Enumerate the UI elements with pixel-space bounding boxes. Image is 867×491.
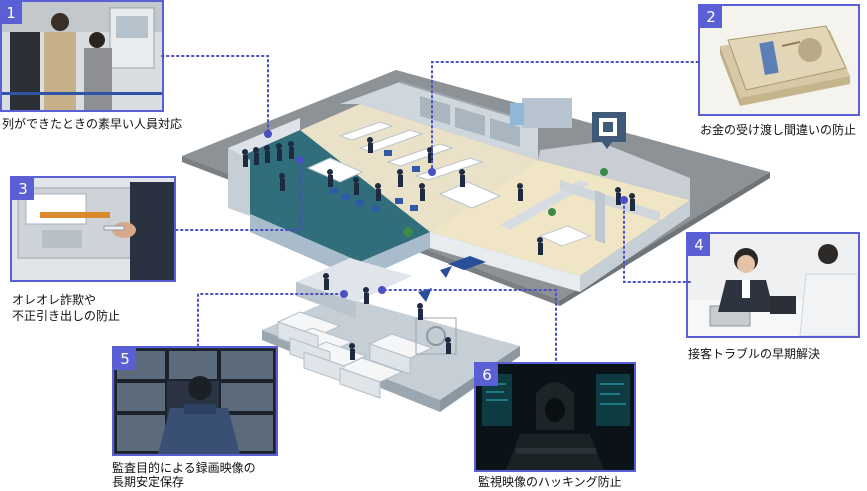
caption-1: 列ができたときの素早い人員対応 [2,117,183,131]
caption-4: 接客トラブルの早期解決 [688,347,821,361]
badge-4: 4 [688,234,710,256]
photo-monitoring-room [112,346,278,456]
connector-1 [161,55,269,135]
entrance-floor [228,130,430,262]
caption-3-line2: 不正引き出しの防止 [12,309,121,323]
connector-3 [175,159,301,231]
caption-2: お金の受け渡し間違いの防止 [700,123,857,137]
badge-1: 1 [0,2,22,24]
badge-5: 5 [114,348,136,370]
badge-2: 2 [700,6,722,28]
badge-6: 6 [476,364,498,386]
connector-6 [381,289,557,361]
photo-queue [0,0,164,112]
connector-2 [431,61,699,173]
caption-3-line1: オレオレ詐欺や [12,293,97,307]
office-floor [430,160,690,276]
down-arrow-icon [440,266,452,278]
badge-3: 3 [12,178,34,200]
front-wall [250,214,430,280]
caption-5-line2: 長期安定保存 [112,475,185,489]
connector-5 [197,293,345,347]
caption-5-line1: 監査目的による録画映像の [112,461,256,475]
camera-icon [592,112,626,149]
photo-atm [10,176,176,282]
photo-reception [686,232,860,338]
connector-4 [623,199,691,283]
photo-banknotes [698,4,860,116]
vault-door [426,326,446,346]
caption-6: 監視映像のハッキング防止 [478,475,622,489]
